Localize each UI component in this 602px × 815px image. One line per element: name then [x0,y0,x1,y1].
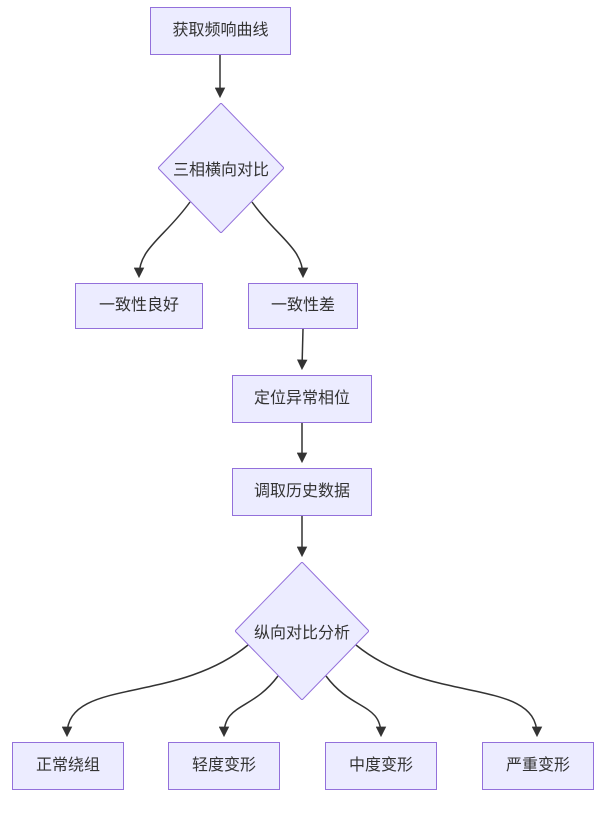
node-consistency-poor: 一致性差 [248,283,358,329]
edge-g-k [355,644,543,738]
node-consistency-good: 一致性良好 [75,283,203,329]
node-label: 正常绕组 [35,757,100,775]
node-normal-winding: 正常绕组 [12,742,124,790]
node-label: 获取频响曲线 [172,22,269,40]
node-label: 轻度变形 [191,757,256,775]
node-retrieve-historical-data: 调取历史数据 [232,468,372,516]
node-label: 定位异常相位 [253,390,350,408]
node-moderate-deformation: 中度变形 [325,742,437,790]
node-label: 纵向对比分析 [253,625,350,642]
node-label: 一致性差 [270,297,335,315]
node-longitudinal-comparison-analysis: 纵向对比分析 [235,562,369,700]
node-locate-abnormal-phase: 定位异常相位 [232,375,372,423]
node-label: 严重变形 [505,757,570,775]
node-label: 一致性良好 [98,297,179,315]
node-mild-deformation: 轻度变形 [168,742,280,790]
diamond-shape [235,562,369,700]
node-get-frequency-response-curve: 获取频响曲线 [150,7,291,55]
node-severe-deformation: 严重变形 [482,742,594,790]
node-label: 调取历史数据 [253,483,350,501]
node-three-phase-horizontal-comparison: 三相横向对比 [158,103,284,233]
diamond-shape [158,103,284,233]
edge-d-e [296,328,308,371]
edge-g-h [61,644,249,738]
node-label: 中度变形 [348,757,413,775]
node-label: 三相横向对比 [172,162,269,179]
